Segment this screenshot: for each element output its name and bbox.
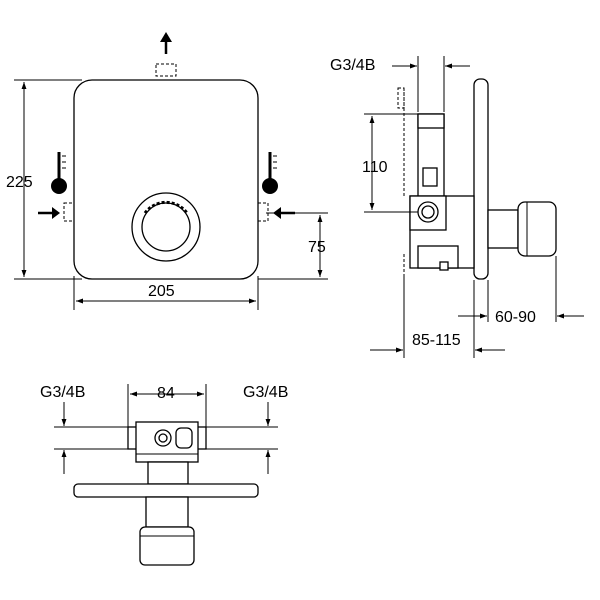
spindle-bottom xyxy=(145,496,189,528)
install-depth-label: 85-115 xyxy=(412,332,461,349)
dimension-height-110: 110 xyxy=(362,113,418,213)
wall-range-label: 60-90 xyxy=(495,309,536,326)
knob-bottom xyxy=(139,526,195,566)
dimension-thread-side: G3/4B xyxy=(330,56,470,112)
cover-plate xyxy=(73,79,259,280)
spacing-84-label: 84 xyxy=(157,385,175,402)
dimension-width-205: 205 xyxy=(73,276,259,310)
dimension-thread-left: G3/4B xyxy=(40,384,128,474)
knob-side xyxy=(517,201,557,257)
dimension-spacing-84: 84 xyxy=(127,384,207,430)
thread-side-label: G3/4B xyxy=(330,57,375,74)
dimension-height-225: 225 xyxy=(6,79,82,280)
thermometer-cold-icon xyxy=(262,152,278,194)
thermometer-hot-icon xyxy=(51,152,67,194)
thread-left-label: G3/4B xyxy=(40,384,85,401)
width-205-label: 205 xyxy=(148,283,175,300)
spindle xyxy=(487,209,519,249)
bottom-plate xyxy=(73,483,259,498)
dimension-wall-range: 60-90 xyxy=(458,256,584,326)
wall-plate xyxy=(473,78,489,280)
hot-water-inlet-icon xyxy=(38,202,75,222)
dimension-offset-75: 75 xyxy=(258,212,328,280)
side-view: G3/4B 110 85-115 60-90 xyxy=(330,56,584,358)
thread-right-label: G3/4B xyxy=(243,384,288,401)
front-view: 225 205 75 xyxy=(6,32,328,310)
height-225-label: 225 xyxy=(6,174,33,191)
dimension-install-depth: 85-115 xyxy=(370,276,505,358)
cold-water-inlet-icon xyxy=(257,202,295,222)
outlet-arrow-up-icon xyxy=(155,32,177,77)
offset-75-label: 75 xyxy=(308,239,326,256)
control-knob xyxy=(131,192,201,262)
bottom-view: 84 G3/4B G3/4B xyxy=(40,384,288,566)
dimension-thread-right: G3/4B xyxy=(206,384,288,474)
height-110-label: 110 xyxy=(362,159,388,176)
